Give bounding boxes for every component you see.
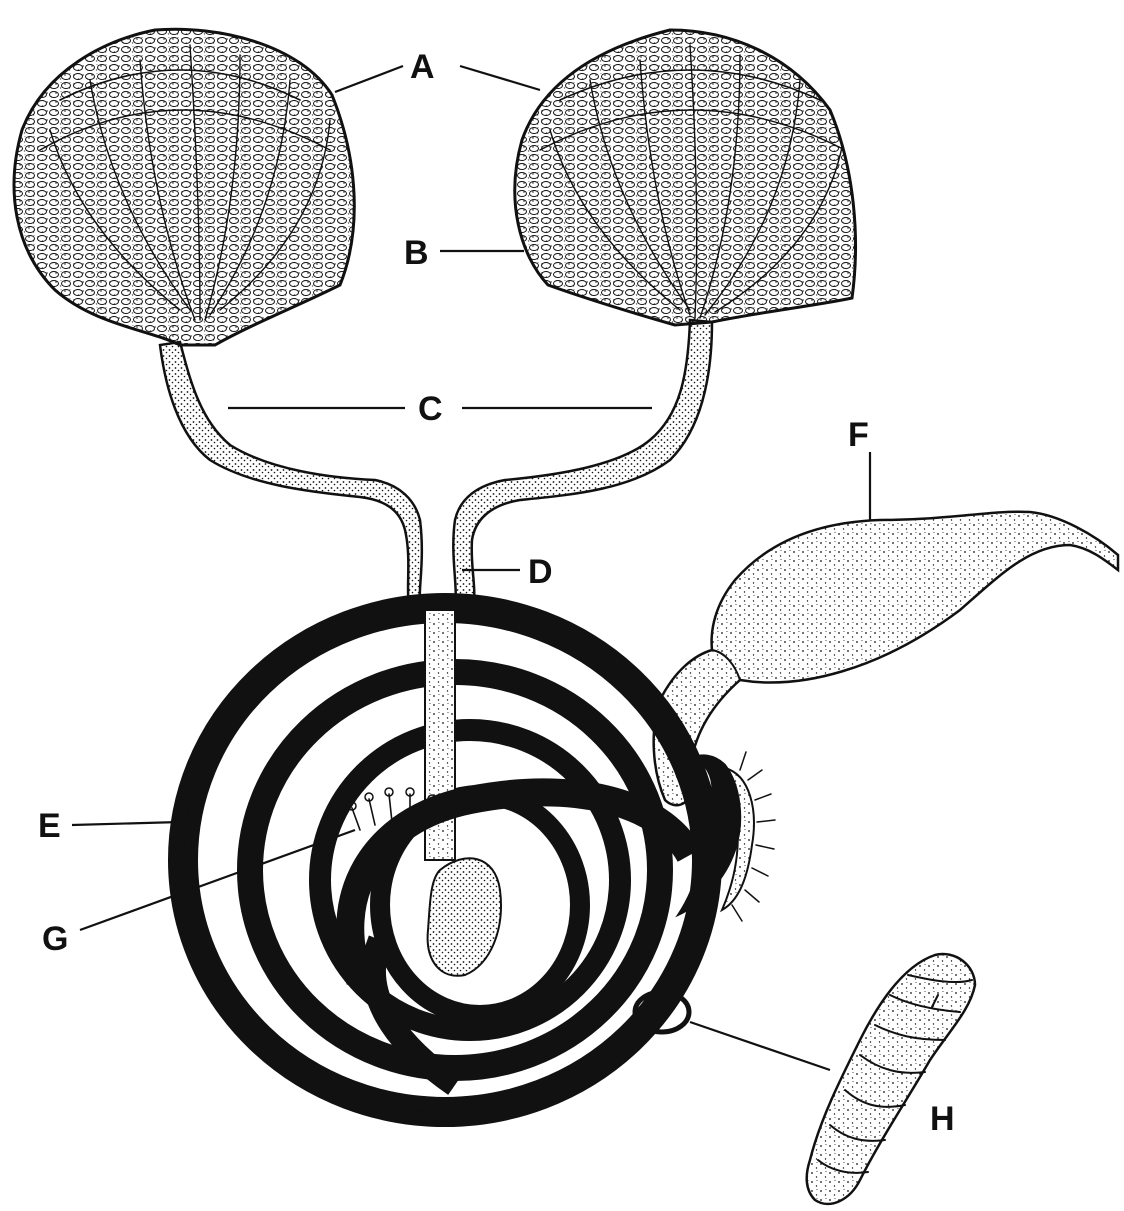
label-a: A — [410, 48, 435, 86]
coiled-gland — [183, 608, 707, 1112]
venom-reservoir — [654, 512, 1118, 805]
label-d: D — [528, 553, 553, 591]
venom-ducts — [160, 320, 712, 612]
label-b: B — [404, 234, 429, 272]
label-c: C — [418, 390, 443, 428]
left-venom-gland — [0, 0, 400, 360]
right-venom-gland — [500, 0, 900, 360]
label-h: H — [930, 1100, 955, 1138]
label-e: E — [38, 807, 61, 845]
label-g: G — [42, 920, 68, 958]
label-f: F — [848, 416, 869, 454]
